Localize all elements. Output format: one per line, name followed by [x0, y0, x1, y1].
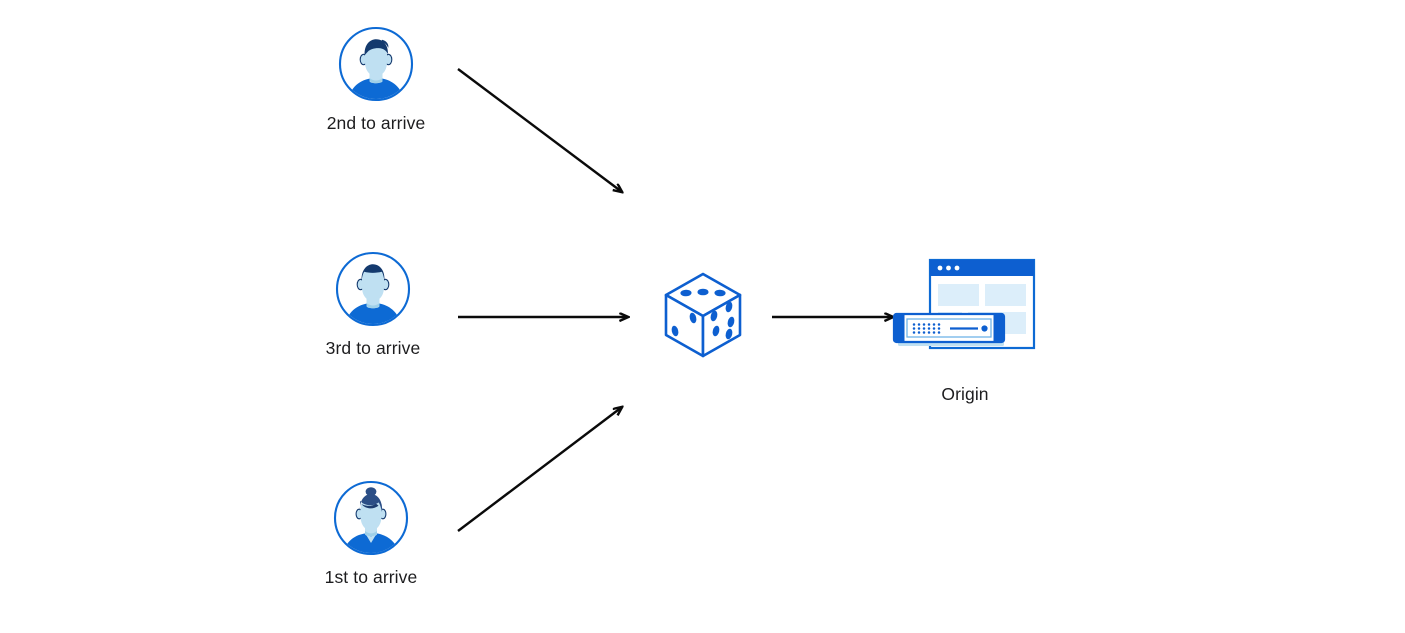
user-avatar-icon [333, 480, 409, 556]
server-appliance [892, 312, 1006, 346]
client-node-2nd[interactable]: 2nd to arrive [291, 26, 461, 134]
origin-server-icon [888, 252, 1042, 362]
client-node-3rd[interactable]: 3rd to arrive [288, 251, 458, 359]
client-label-3rd: 3rd to arrive [325, 338, 421, 358]
client-label-1st: 1st to arrive [324, 567, 418, 587]
origin-label: Origin [941, 384, 989, 404]
dice-icon [661, 271, 745, 359]
origin-node[interactable]: Origin [888, 252, 1042, 405]
user-avatar-icon [335, 251, 411, 327]
randomizer-node[interactable] [661, 271, 745, 359]
connector-1st-to-randomizer [457, 407, 622, 532]
connector-2nd-to-randomizer [457, 68, 622, 192]
client-label-2nd: 2nd to arrive [326, 113, 426, 133]
user-avatar-icon [338, 26, 414, 102]
client-node-1st[interactable]: 1st to arrive [286, 480, 456, 588]
